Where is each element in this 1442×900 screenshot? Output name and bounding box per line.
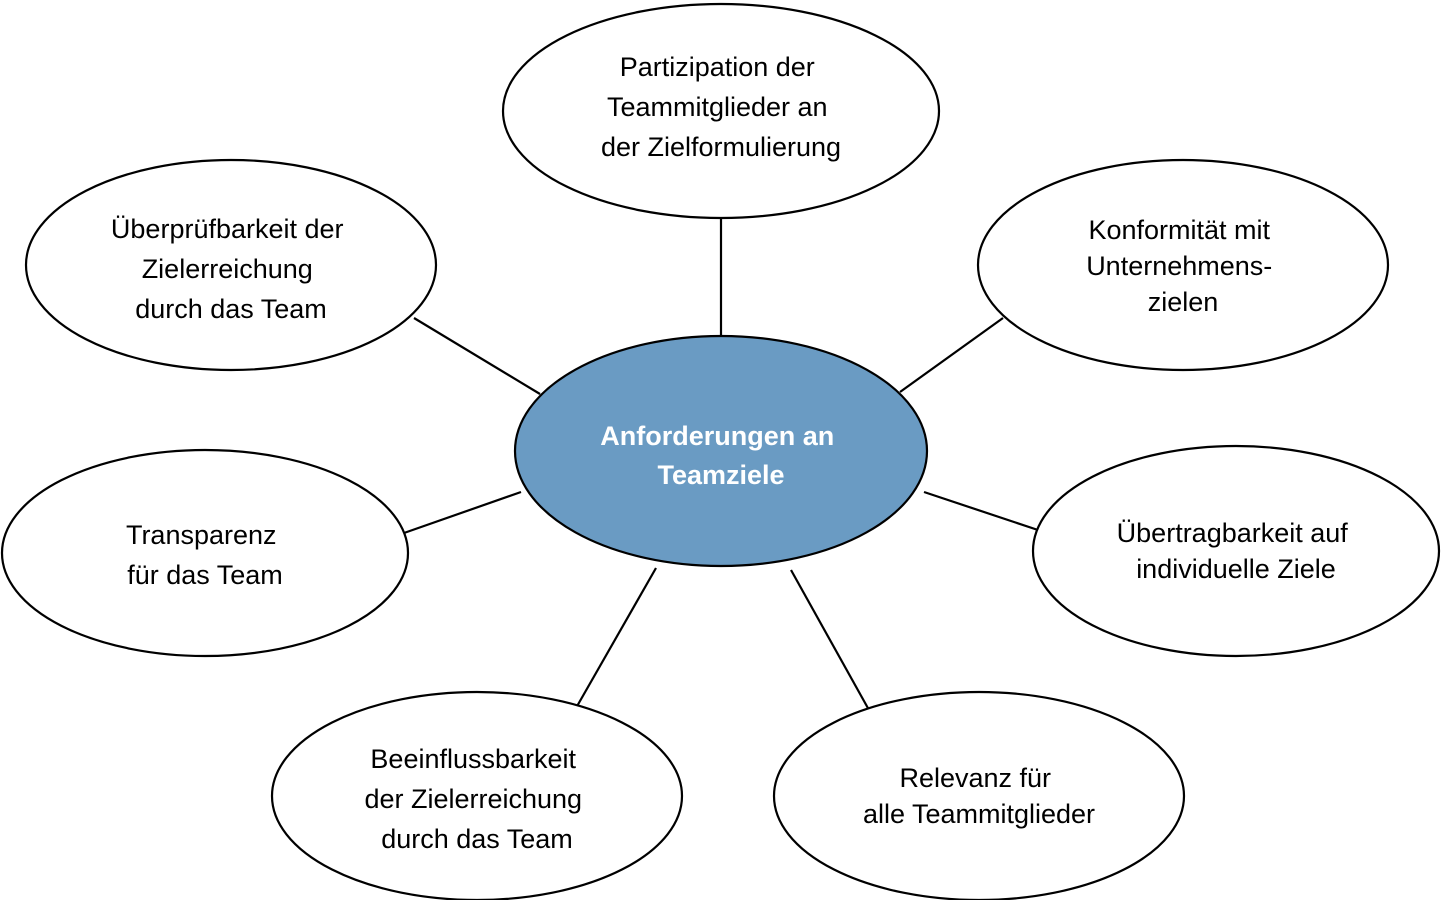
svg-text:Transparenz für das Team: Transparenz für das Team (126, 520, 284, 590)
node-ueberpruefbarkeit-ellipse (24, 158, 438, 372)
svg-text:Anforderungen an Teamzie: Anforderungen an Teamziele (600, 421, 842, 490)
node-ueberpruefbarkeit: Überprüfbarkeit der Zielerreichung durch… (24, 158, 438, 372)
node-konformitaet: Konformität mit Unternehmens- zielen (976, 158, 1390, 372)
svg-text:Konformität mit Unterneh: Konformität mit Unternehmens- zielen (1086, 215, 1280, 317)
center-title-line-1: Anforderungen an (600, 421, 834, 451)
svg-text:Beeinflussbarkeit der Zi: Beeinflussbarkeit der Zielerreichung dur… (364, 744, 589, 854)
node-relevanz: Relevanz für alle Teammitglieder (772, 690, 1186, 900)
node-uebertragbarkeit-ellipse (1031, 444, 1441, 658)
node-relevanz-ellipse (772, 690, 1186, 900)
node-partizipation-line-2: Teammitglieder an (607, 92, 828, 122)
svg-text:Überprüfbarkeit der Ziel: Überprüfbarkeit der Zielerreichung durch… (111, 214, 351, 324)
node-partizipation-line-3: der Zielformulierung (601, 132, 841, 162)
node-ueberpruefbarkeit-line-3: durch das Team (135, 294, 327, 324)
connectors (403, 218, 1039, 711)
node-beeinflussbarkeit: Beeinflussbarkeit der Zielerreichung dur… (270, 690, 684, 900)
node-transparenz: Transparenz für das Team (0, 448, 410, 658)
node-uebertragbarkeit-line-2: individuelle Ziele (1136, 554, 1336, 584)
node-transparenz-line-1: Transparenz (126, 520, 277, 550)
svg-text:Übertragbarkeit auf indi: Übertragbarkeit auf individuelle Ziele (1117, 518, 1356, 584)
node-partizipation-line-1: Partizipation der (620, 52, 815, 82)
node-partizipation-ellipse (501, 2, 941, 220)
node-beeinflussbarkeit-line-3: durch das Team (381, 824, 573, 854)
center-ellipse (513, 334, 929, 568)
connector-relevanz (790, 569, 870, 711)
node-relevanz-line-2: alle Teammitglieder (863, 799, 1095, 829)
center-node: Anforderungen an Teamziele (513, 334, 929, 568)
node-transparenz-line-2: für das Team (127, 560, 283, 590)
node-transparenz-ellipse (0, 448, 410, 658)
node-uebertragbarkeit: Übertragbarkeit auf individuelle Ziele (1031, 444, 1441, 658)
connector-ueberpruefbarkeit (413, 317, 541, 395)
node-konformitaet-line-3: zielen (1148, 287, 1219, 317)
node-partizipation: Partizipation der Teammitglieder an der … (501, 2, 941, 220)
connector-beeinflussbarkeit (575, 567, 657, 709)
svg-text:Relevanz für alle Teammi: Relevanz für alle Teammitglieder (863, 763, 1095, 829)
node-uebertragbarkeit-line-1: Übertragbarkeit auf (1117, 518, 1349, 548)
connector-transparenz (403, 490, 522, 535)
node-beeinflussbarkeit-ellipse (270, 690, 684, 900)
node-ueberpruefbarkeit-line-1: Überprüfbarkeit der (111, 214, 344, 244)
node-ueberpruefbarkeit-line-2: Zielerreichung (142, 254, 313, 284)
svg-text:Partizipation der Teammi: Partizipation der Teammitglieder an der … (601, 52, 841, 162)
node-beeinflussbarkeit-line-2: der Zielerreichung (364, 784, 582, 814)
node-beeinflussbarkeit-line-1: Beeinflussbarkeit (370, 744, 576, 774)
connector-konformitaet (899, 317, 1004, 393)
node-konformitaet-ellipse (976, 158, 1390, 372)
node-konformitaet-line-1: Konformität mit (1088, 215, 1270, 245)
node-konformitaet-line-2: Unternehmens- (1086, 251, 1272, 281)
center-title-line-2: Teamziele (657, 460, 784, 490)
connector-uebertragbarkeit (923, 490, 1039, 532)
node-relevanz-line-1: Relevanz für (899, 763, 1051, 793)
